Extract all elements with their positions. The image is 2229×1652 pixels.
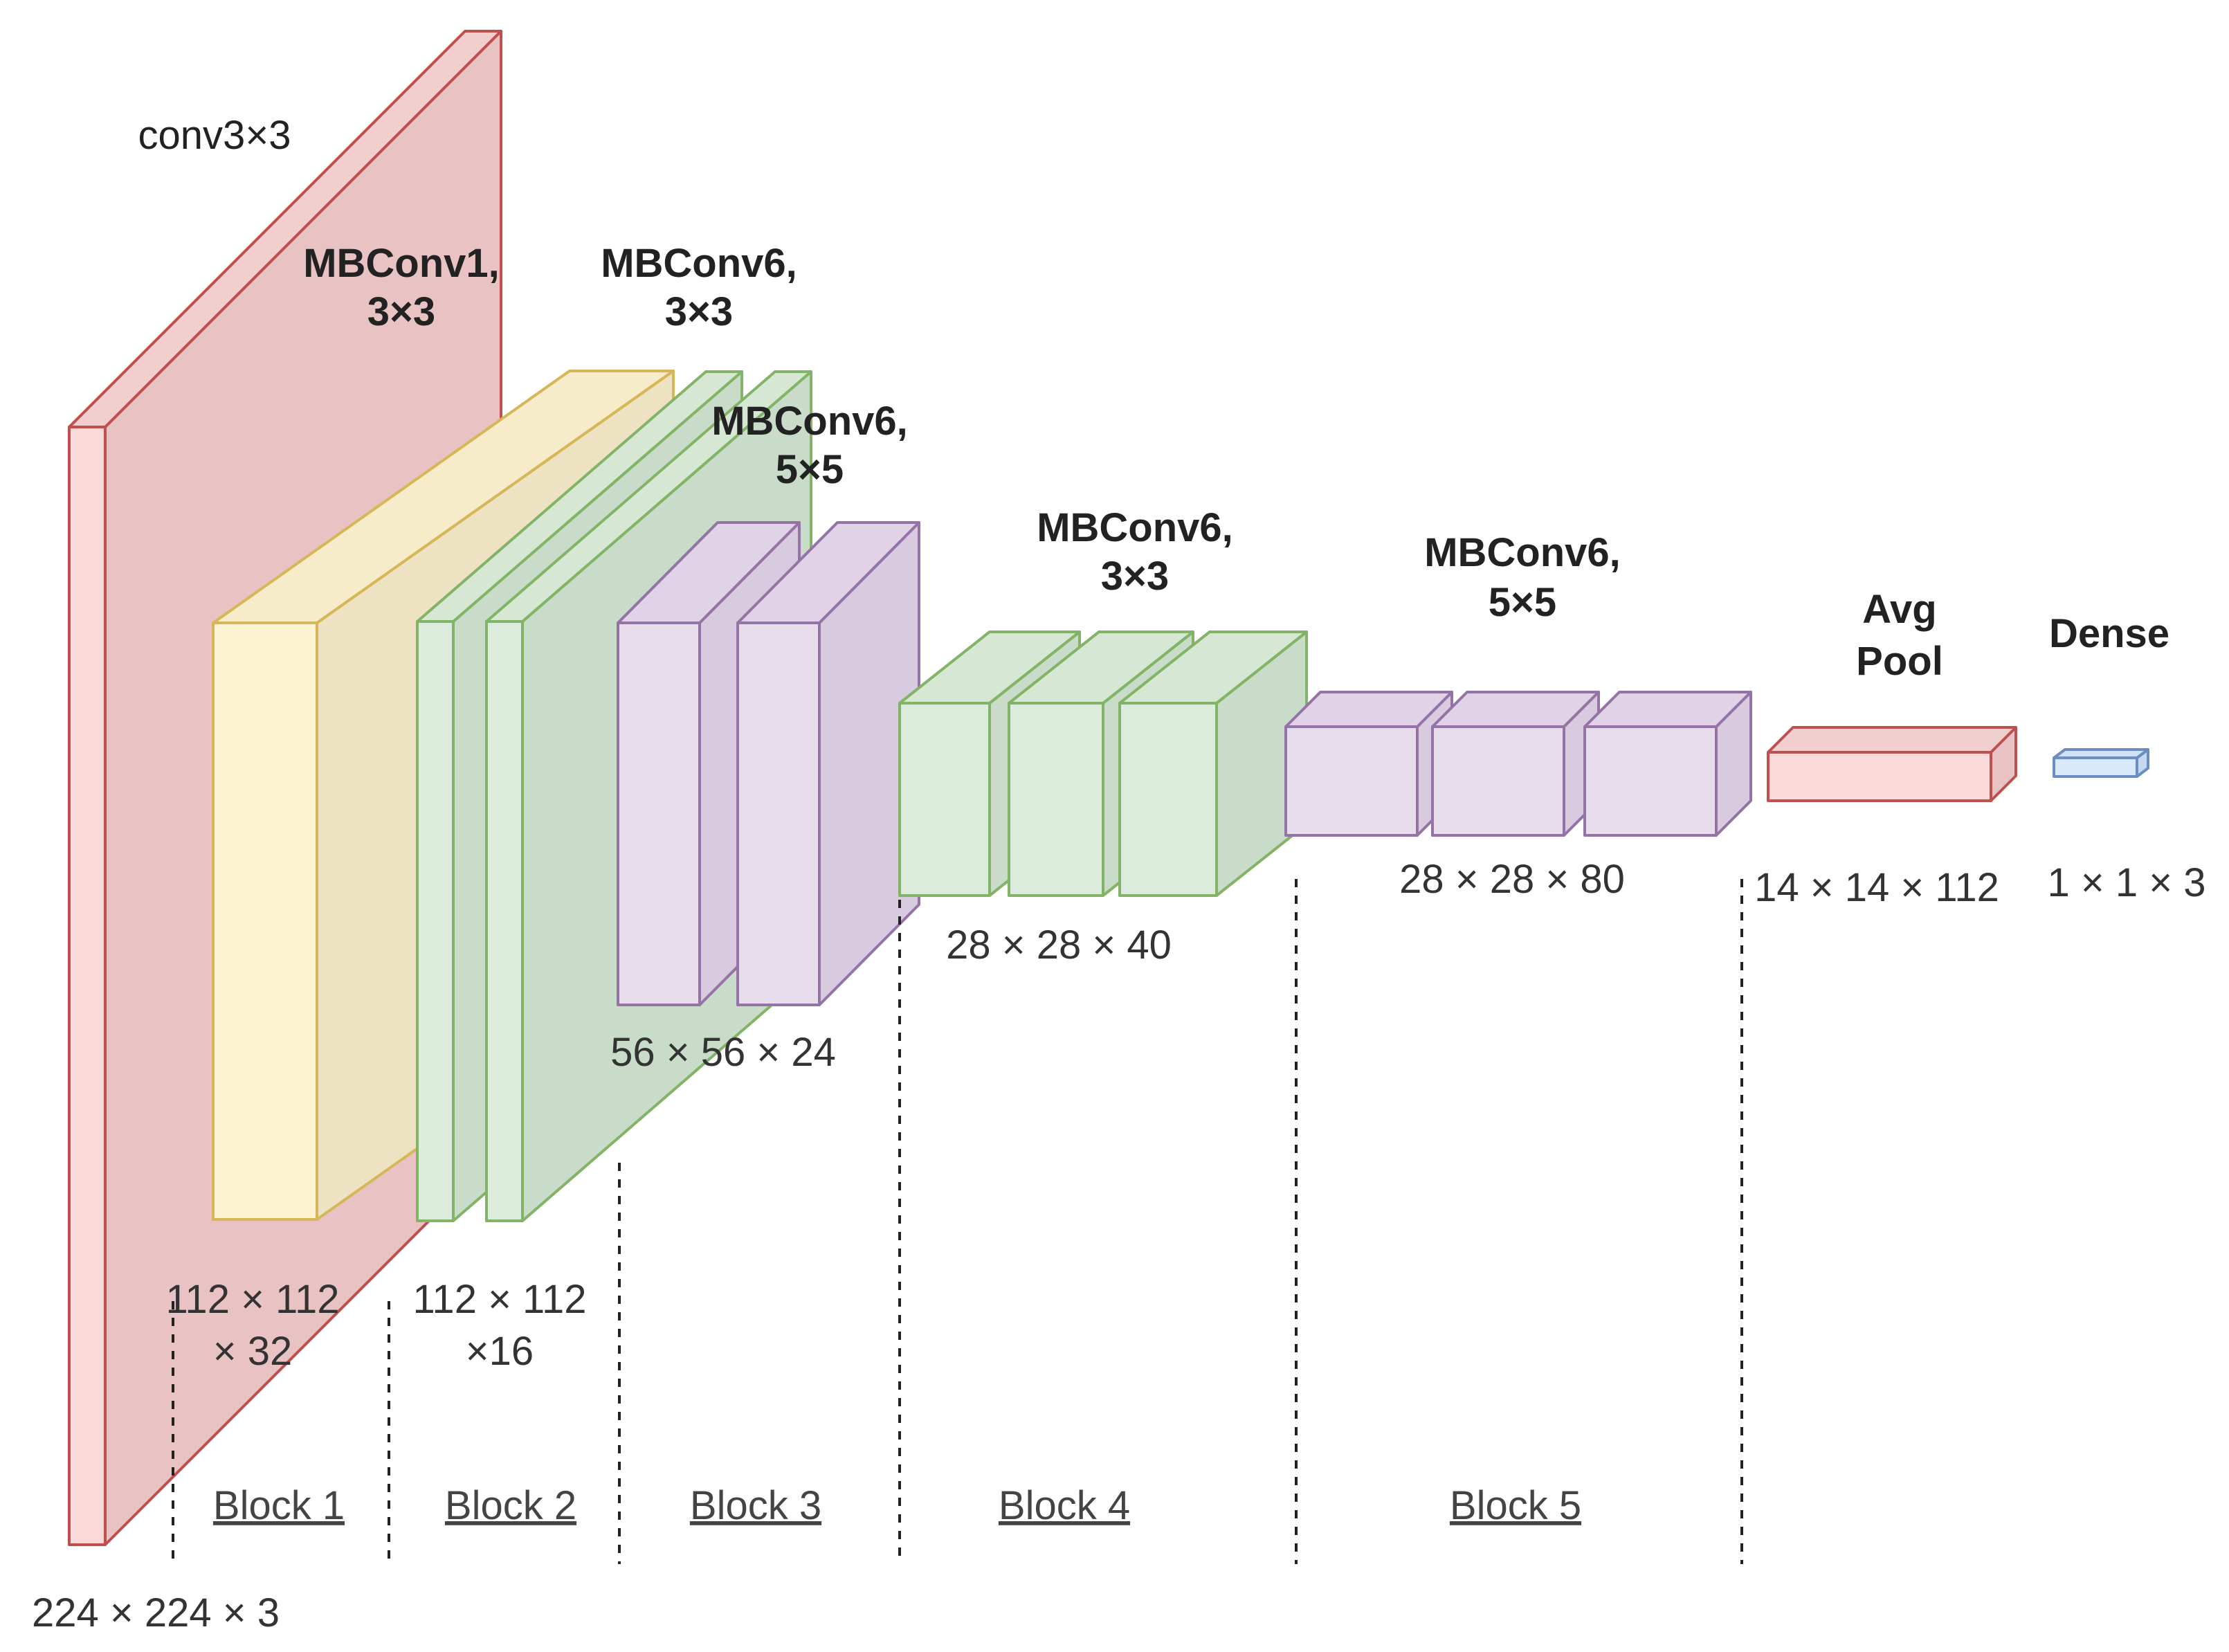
block2-dims-line2: ×16: [466, 1329, 534, 1374]
block5-title-line2: 5×5: [1489, 580, 1556, 625]
block5-mbconv-box-2: [1431, 691, 1600, 837]
block-label-2: Block 2: [445, 1483, 576, 1528]
block1-dims-line1: 112 × 112: [165, 1277, 339, 1322]
dense-box-front-face: [2053, 756, 2138, 778]
dense-title: Dense: [2049, 611, 2169, 656]
block1-title-line1: MBConv1,: [303, 241, 500, 286]
avgpool-title-line1: Avg: [1862, 587, 1936, 632]
block3-mbconv-box-1-front-face: [617, 621, 701, 1006]
block4-mbconv-box-3-front-face: [1118, 702, 1218, 897]
block5-mbconv-box-1: [1284, 691, 1453, 837]
block4-dims: 28 × 28 × 40: [946, 923, 1172, 968]
block2-title-line1: MBConv6,: [601, 241, 797, 286]
block4-mbconv-box-3: [1118, 630, 1308, 897]
block5-mbconv-box-3-front-face: [1583, 725, 1718, 837]
avgpool-title-line2: Pool: [1856, 639, 1943, 684]
avgpool-box-top-face: [1767, 726, 2017, 754]
conv-layer-box-front-face: [68, 426, 107, 1546]
layer-titles: conv3×3 MBConv1, 3×3 MBConv6, 3×3 MBConv…: [138, 113, 2170, 684]
block2-dims-line1: 112 × 112: [412, 1277, 586, 1322]
block2-title-line2: 3×3: [665, 289, 733, 334]
block3-mbconv-box-2: [736, 521, 920, 1006]
block1-title-line2: 3×3: [367, 289, 435, 334]
avgpool-box-front-face: [1767, 751, 1992, 802]
conv-title: conv3×3: [138, 113, 291, 158]
avgpool-box: [1767, 726, 2017, 802]
block2-mbconv-box-2-front-face: [485, 620, 524, 1222]
block5-dims: 28 × 28 × 80: [1399, 857, 1625, 902]
block-label-4: Block 4: [999, 1483, 1130, 1528]
avgpool-dims: 14 × 14 × 112: [1754, 865, 1999, 910]
dense-dims: 1 × 1 × 3: [2048, 860, 2206, 905]
block5-mbconv-box-2-front-face: [1431, 725, 1565, 837]
block-label-5: Block 5: [1450, 1483, 1581, 1528]
block1-dims-line2: × 32: [213, 1329, 293, 1374]
block3-dims: 56 × 56 × 24: [610, 1030, 836, 1075]
block5-mbconv-box-3: [1583, 691, 1752, 837]
dense-box: [2053, 748, 2149, 778]
block5-title-line1: MBConv6,: [1424, 530, 1621, 575]
block-label-3: Block 3: [690, 1483, 821, 1528]
block3-title-line1: MBConv6,: [711, 399, 908, 444]
block4-title-line1: MBConv6,: [1037, 505, 1233, 550]
dimension-labels: 224 × 224 × 3 112 × 112 × 32 112 × 112 ×…: [32, 857, 2205, 1635]
block1-mbconv-box-front-face: [212, 621, 318, 1221]
block-label-1: Block 1: [213, 1483, 345, 1528]
conv-dims: 224 × 224 × 3: [32, 1590, 280, 1635]
block4-mbconv-box-1-front-face: [898, 702, 991, 897]
block-labels: Block 1 Block 2 Block 3 Block 4 Block 5: [213, 1483, 1581, 1528]
block-dividers: [172, 879, 1743, 1564]
block3-title-line2: 5×5: [776, 447, 844, 492]
block5-mbconv-box-1-front-face: [1284, 725, 1419, 837]
block4-mbconv-box-2-front-face: [1008, 702, 1104, 897]
block4-title-line2: 3×3: [1101, 554, 1169, 599]
block3-mbconv-box-2-front-face: [736, 621, 821, 1006]
block2-mbconv-box-1-front-face: [416, 620, 455, 1222]
